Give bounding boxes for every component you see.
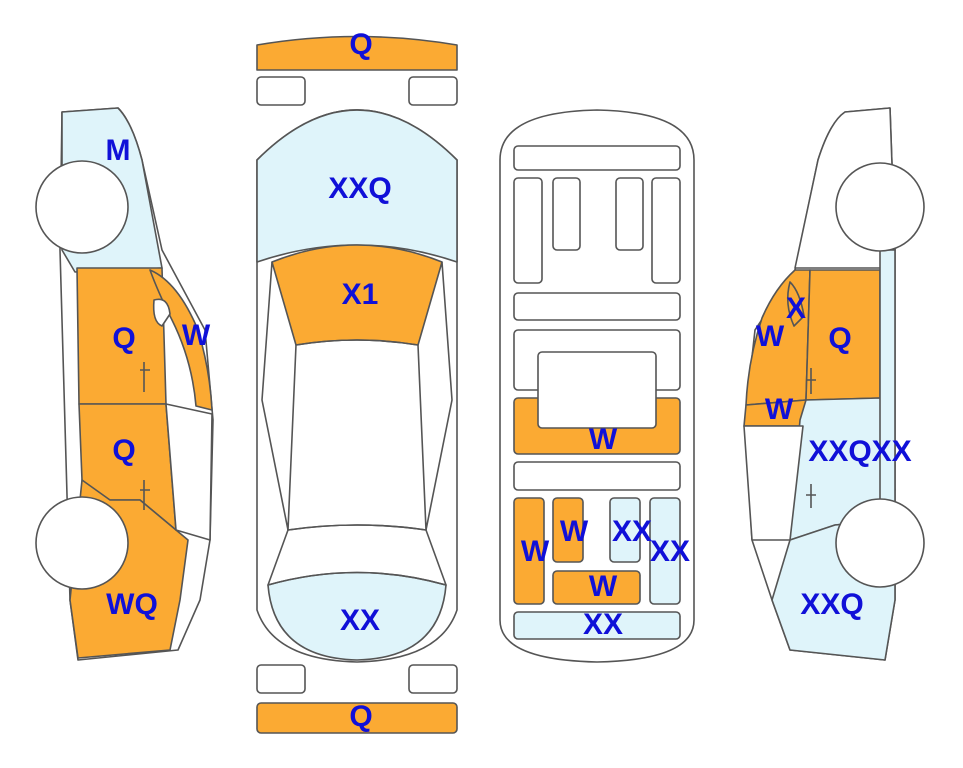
underbody-left-inner-code: W [560,515,589,548]
underbody-rear-crossmember [513,145,681,171]
left-front-fender-code: WQ [106,588,158,621]
top-windshield [267,524,447,586]
top-front-left-light [256,664,306,694]
left-rear-wheel [35,160,129,254]
top-trunk-lid-code: XXQ [328,172,391,205]
left-rear-window-code: W [182,319,211,352]
underbody-rear-right-inner [615,177,644,251]
right-front-door-handle-icon [806,368,816,394]
right-pillar-panel[interactable] [786,281,805,327]
underbody-center-code: W [589,423,618,456]
underbody-rear-left-rail [513,177,543,284]
right-rear-door-code: XXQXX [808,435,911,468]
underbody-left-rail-code: W [521,535,550,568]
right-front-window-code: W [756,320,785,353]
top-rear-bumper-panel[interactable] [256,35,458,71]
top-rear-left-light [256,76,306,106]
left-quarter-glass [152,298,171,327]
right-pillar-code: X [786,292,806,325]
right-sill-strip [879,249,896,521]
right-rear-door-handle-icon [806,484,816,508]
underbody-front-crossmember [513,461,681,491]
underbody-front-apron-panel[interactable] [513,611,681,640]
top-front-bumper-panel[interactable] [256,702,458,734]
left-front-door-handle-icon [140,480,150,510]
top-left-pillar [261,261,289,531]
underbody-front-apron-code: XX [583,608,623,641]
left-rear-door-code: Q [112,322,135,355]
right-rear-wheel [835,162,925,252]
left-front-door-code: Q [112,434,135,467]
underbody-view: W W W XX XX W XX [499,109,695,663]
top-hood-code: XX [340,604,380,637]
top-right-pillar [425,261,453,531]
left-side-view: M Q W Q WQ [35,107,214,661]
underbody-mid-crossmember [513,292,681,321]
top-view: Q XXQ X1 XX Q [256,28,458,734]
underbody-left-rail-panel[interactable] [513,497,545,605]
underbody-right-inner-panel[interactable] [609,497,641,563]
right-front-wheel [835,498,925,588]
underbody-right-rail-code: XX [650,535,690,568]
right-front-fender-code: XXQ [800,588,863,621]
top-front-right-light [408,664,458,694]
underbody-left-inner-panel[interactable] [552,497,584,563]
underbody-rear-left-inner [552,177,581,251]
underbody-right-rail-panel[interactable] [649,497,681,605]
right-rear-window-code: W [765,393,794,426]
underbody-right-inner-code: XX [612,515,652,548]
right-front-door-code: Q [828,322,851,355]
right-side-view: X W Q W XXQXX XXQ [743,107,925,661]
top-rear-right-light [408,76,458,106]
underbody-front-cross-code: W [589,570,618,603]
top-rear-glass-code: X1 [342,278,379,311]
left-front-window-glass [165,403,213,541]
top-front-bumper-code: Q [349,700,372,733]
top-rear-bumper-code: Q [349,28,372,61]
underbody-rear-right-rail [651,177,681,284]
left-front-wheel [35,496,129,590]
left-rear-door-handle-icon [140,362,150,392]
top-trunk-lid-panel[interactable] [256,109,458,263]
left-rear-fender-code: M [106,134,131,167]
underbody-tunnel [537,351,657,429]
underbody-front-cross-panel[interactable] [552,570,641,605]
